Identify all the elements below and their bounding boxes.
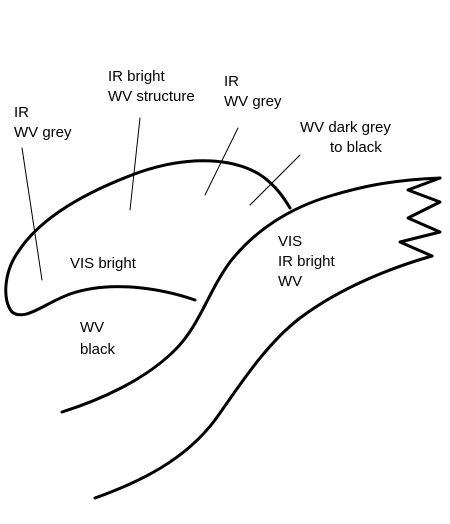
label-top-mid-1: IR bright: [108, 68, 166, 85]
band-lower-edge: [93, 254, 434, 500]
label-center-right-3: WV: [278, 273, 302, 290]
leader-top-mid: [129, 117, 141, 211]
leader-top-left: [21, 147, 43, 281]
label-far-right-1: WV dark grey: [300, 119, 391, 136]
band-upper-edge: [60, 176, 442, 414]
leader-far-right: [249, 154, 301, 206]
label-center-right-1: VIS: [278, 233, 302, 250]
label-top-left-2: WV grey: [14, 124, 72, 141]
label-center-left: VIS bright: [70, 255, 137, 272]
label-top-mid-2: WV structure: [108, 88, 195, 105]
label-bottom-left-2: black: [80, 341, 116, 358]
leader-top-right: [204, 127, 239, 196]
label-top-right-1: IR: [224, 73, 239, 90]
label-far-right-2: to black: [330, 139, 382, 156]
label-top-right-2: WV grey: [224, 93, 282, 110]
label-center-right-2: IR bright: [278, 253, 336, 270]
band-jagged-edge: [398, 176, 442, 258]
cloud-head-outline: [4, 159, 292, 317]
label-top-left-1: IR: [14, 104, 29, 121]
label-bottom-left-1: WV: [80, 319, 104, 336]
